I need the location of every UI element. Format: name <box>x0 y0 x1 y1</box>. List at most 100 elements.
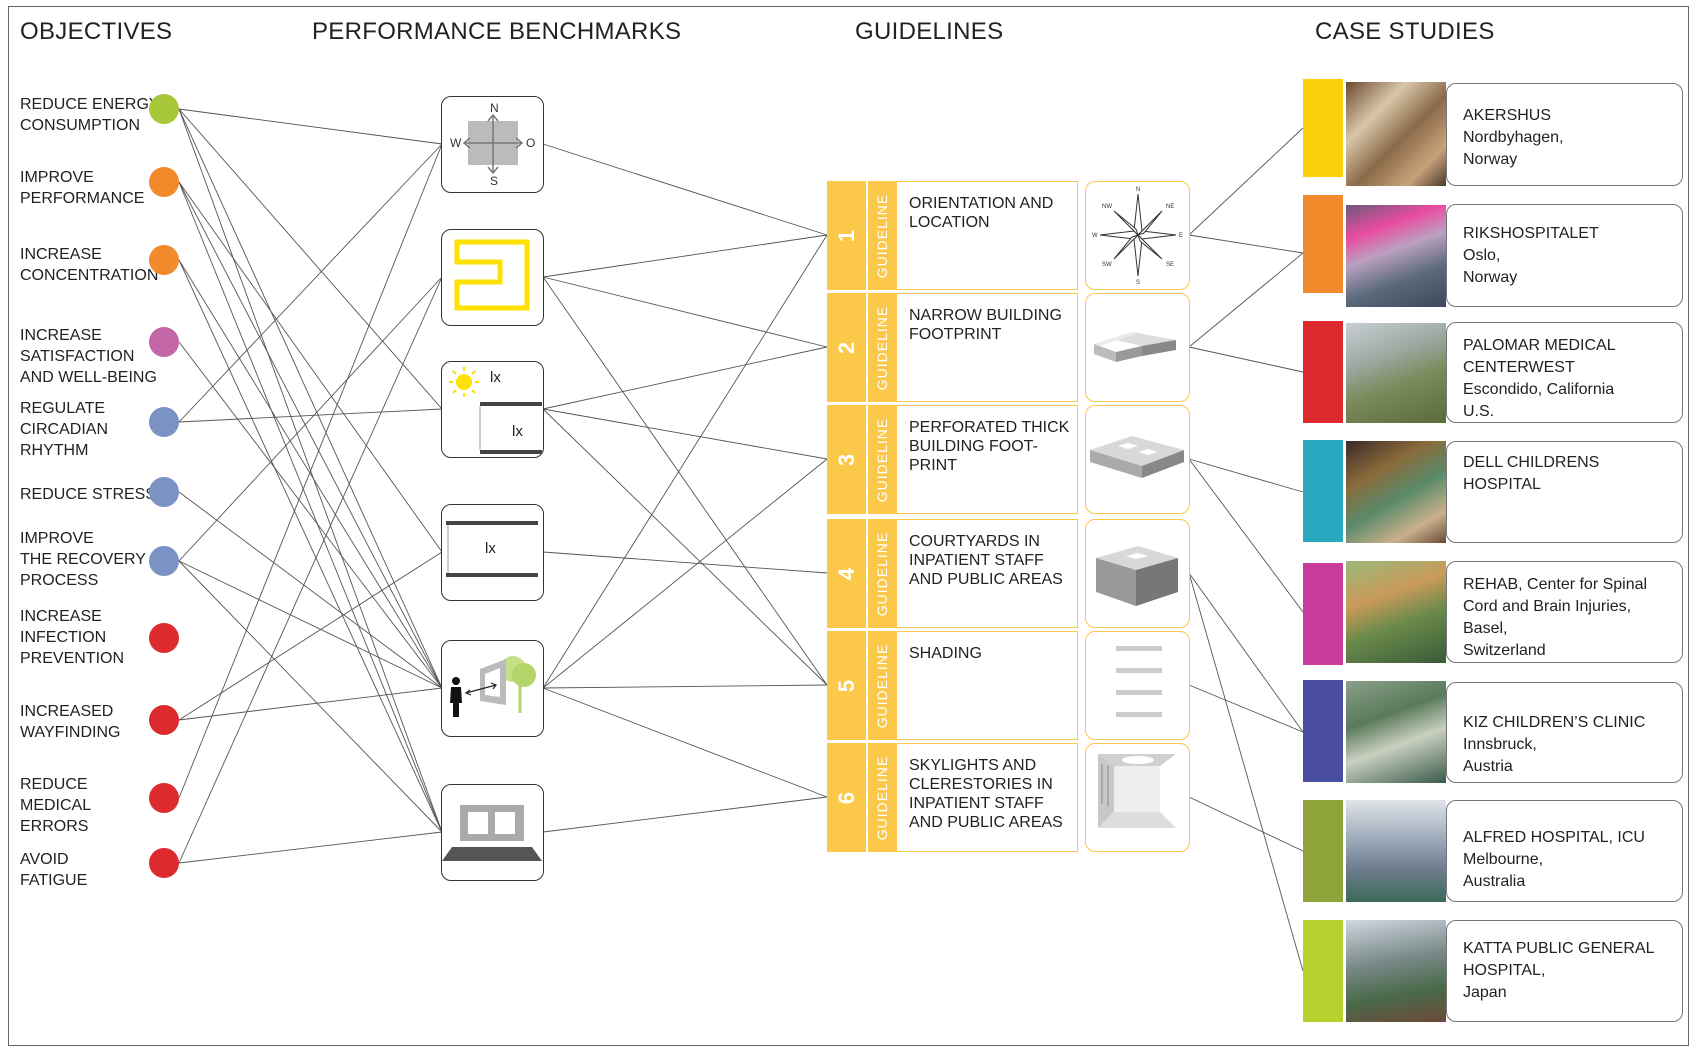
objective-dot <box>149 623 179 653</box>
guideline-tag: GUIDELINE <box>868 405 896 514</box>
person-view-icon <box>450 656 536 717</box>
connector-line <box>178 276 443 562</box>
connector-line <box>542 551 828 574</box>
objective-label: REDUCE MEDICAL ERRORS <box>20 776 92 835</box>
lux-label-bottom: lx <box>512 423 523 440</box>
compass-nw: NW <box>1102 204 1112 210</box>
connector-line <box>178 560 443 833</box>
guideline-tag: GUIDELINE <box>868 631 896 740</box>
case-study-card: KIZ CHILDREN’S CLINIC Innsbruck, Austria <box>1446 682 1683 783</box>
guideline-tag: GUIDELINE <box>868 181 896 290</box>
connector-line <box>1188 684 1304 733</box>
benchmark-building-depth <box>441 229 544 326</box>
connector-line <box>542 346 828 410</box>
connector-line <box>178 181 443 553</box>
compass-ne: NE <box>1166 204 1174 210</box>
connector-line <box>542 143 828 236</box>
case-study-text: DELL CHILDRENS HOSPITAL <box>1463 454 1600 493</box>
case-color-bar <box>1303 195 1343 293</box>
case-study-card: REHAB, Center for Spinal Cord and Brain … <box>1446 561 1683 663</box>
connector-line <box>178 560 443 689</box>
objective-dot <box>149 783 179 813</box>
connector-line <box>178 259 443 833</box>
case-study-text: RIKSHOSPITALET Oslo, Norway <box>1463 225 1599 286</box>
l-shaped-building-icon <box>1085 293 1190 402</box>
objective-label: REDUCE STRESS <box>20 486 157 503</box>
objective-dot <box>149 546 179 576</box>
guidelines-header: GUIDELINES <box>855 18 1004 45</box>
compass-se: SE <box>1166 262 1174 268</box>
guideline-card: ORIENTATION AND LOCATION <box>896 181 1078 290</box>
case-study-text: KIZ CHILDREN’S CLINIC Innsbruck, Austria <box>1463 714 1646 775</box>
guideline-title: SKYLIGHTS AND CLERESTORIES IN INPATIENT … <box>909 757 1063 831</box>
compass-sw: SW <box>1102 262 1112 268</box>
connector-line <box>542 276 828 686</box>
case-photo <box>1346 323 1446 423</box>
case-photo <box>1346 681 1446 783</box>
courtyard-block-icon <box>1085 519 1190 628</box>
objective-label: INCREASE CONCENTRATION <box>20 246 159 284</box>
benchmark-window-illuminance: lx <box>441 504 544 601</box>
guideline-number: 1 <box>827 181 866 290</box>
objective-label: AVOID FATIGUE <box>20 851 88 889</box>
objective-label: REGULATE CIRCADIAN RHYTHM <box>20 400 109 459</box>
connector-line <box>178 108 443 145</box>
benchmark-daylight-illuminance: lx lx <box>441 361 544 458</box>
connector-line <box>178 259 443 689</box>
compass-s-label: S <box>490 174 498 188</box>
case-study-card: PALOMAR MEDICAL CENTERWEST Escondido, Ca… <box>1446 322 1683 423</box>
connector-line <box>542 234 828 278</box>
guideline-tag: GUIDELINE <box>868 743 896 852</box>
connector-line <box>542 234 828 689</box>
case-study-card: AKERSHUS Nordbyhagen, Norway <box>1446 83 1683 186</box>
compass-w-label: W <box>450 136 462 150</box>
guideline-title: SHADING <box>909 645 982 662</box>
guideline-card: PERFORATED THICK BUILDING FOOT- PRINT <box>896 405 1078 514</box>
objective-label: IMPROVE THE RECOVERY PROCESS <box>20 530 146 589</box>
case-photo <box>1346 561 1446 663</box>
guideline-title: PERFORATED THICK BUILDING FOOT- PRINT <box>909 419 1070 474</box>
case-studies-header: CASE STUDIES <box>1315 18 1495 45</box>
guideline-card: SKYLIGHTS AND CLERESTORIES IN INPATIENT … <box>896 743 1078 852</box>
connector-line <box>1188 252 1304 348</box>
compass-orientation-icon: N S W O <box>450 101 535 188</box>
objective-dot <box>149 245 179 275</box>
connector-line <box>178 108 443 689</box>
guideline-tag: GUIDELINE <box>868 293 896 402</box>
connector-line <box>178 687 443 721</box>
perforated-slab-icon <box>1085 405 1190 514</box>
case-photo <box>1346 205 1446 307</box>
case-study-text: REHAB, Center for Spinal Cord and Brain … <box>1463 576 1648 659</box>
objective-dot <box>149 407 179 437</box>
compass-rose-icon: N NE E SE S SW W NW <box>1085 181 1190 290</box>
compass-w: W <box>1092 233 1098 239</box>
objectives-header: OBJECTIVES <box>20 18 173 45</box>
case-color-bar <box>1303 440 1343 542</box>
case-color-bar <box>1303 680 1343 782</box>
connector-line <box>178 491 443 689</box>
connector-line <box>542 458 828 689</box>
sun-illuminance-icon: lx lx <box>449 367 542 454</box>
objective-dot <box>149 94 179 124</box>
lux-label-center: lx <box>485 540 496 557</box>
building-outline-icon <box>454 239 530 311</box>
guideline-number: 4 <box>827 519 866 628</box>
connector-line <box>178 143 443 423</box>
shading-louvers-icon <box>1085 631 1190 740</box>
objective-dot <box>149 848 179 878</box>
case-photo <box>1346 800 1446 902</box>
skylight-room-icon <box>1085 743 1190 852</box>
objective-label: INCREASED WAYFINDING <box>20 703 121 741</box>
case-study-card: KATTA PUBLIC GENERAL HOSPITAL, Japan <box>1446 920 1683 1022</box>
case-study-card: DELL CHILDRENS HOSPITAL <box>1446 441 1683 543</box>
window-frame-icon <box>442 805 542 861</box>
benchmark-window-size <box>441 784 544 881</box>
connector-line <box>1188 796 1304 852</box>
compass-o-label: O <box>526 136 535 150</box>
connector-line <box>178 181 443 833</box>
connector-line <box>542 684 828 689</box>
case-color-bar <box>1303 800 1343 902</box>
connector-line <box>178 108 443 410</box>
connector-line <box>542 796 828 833</box>
